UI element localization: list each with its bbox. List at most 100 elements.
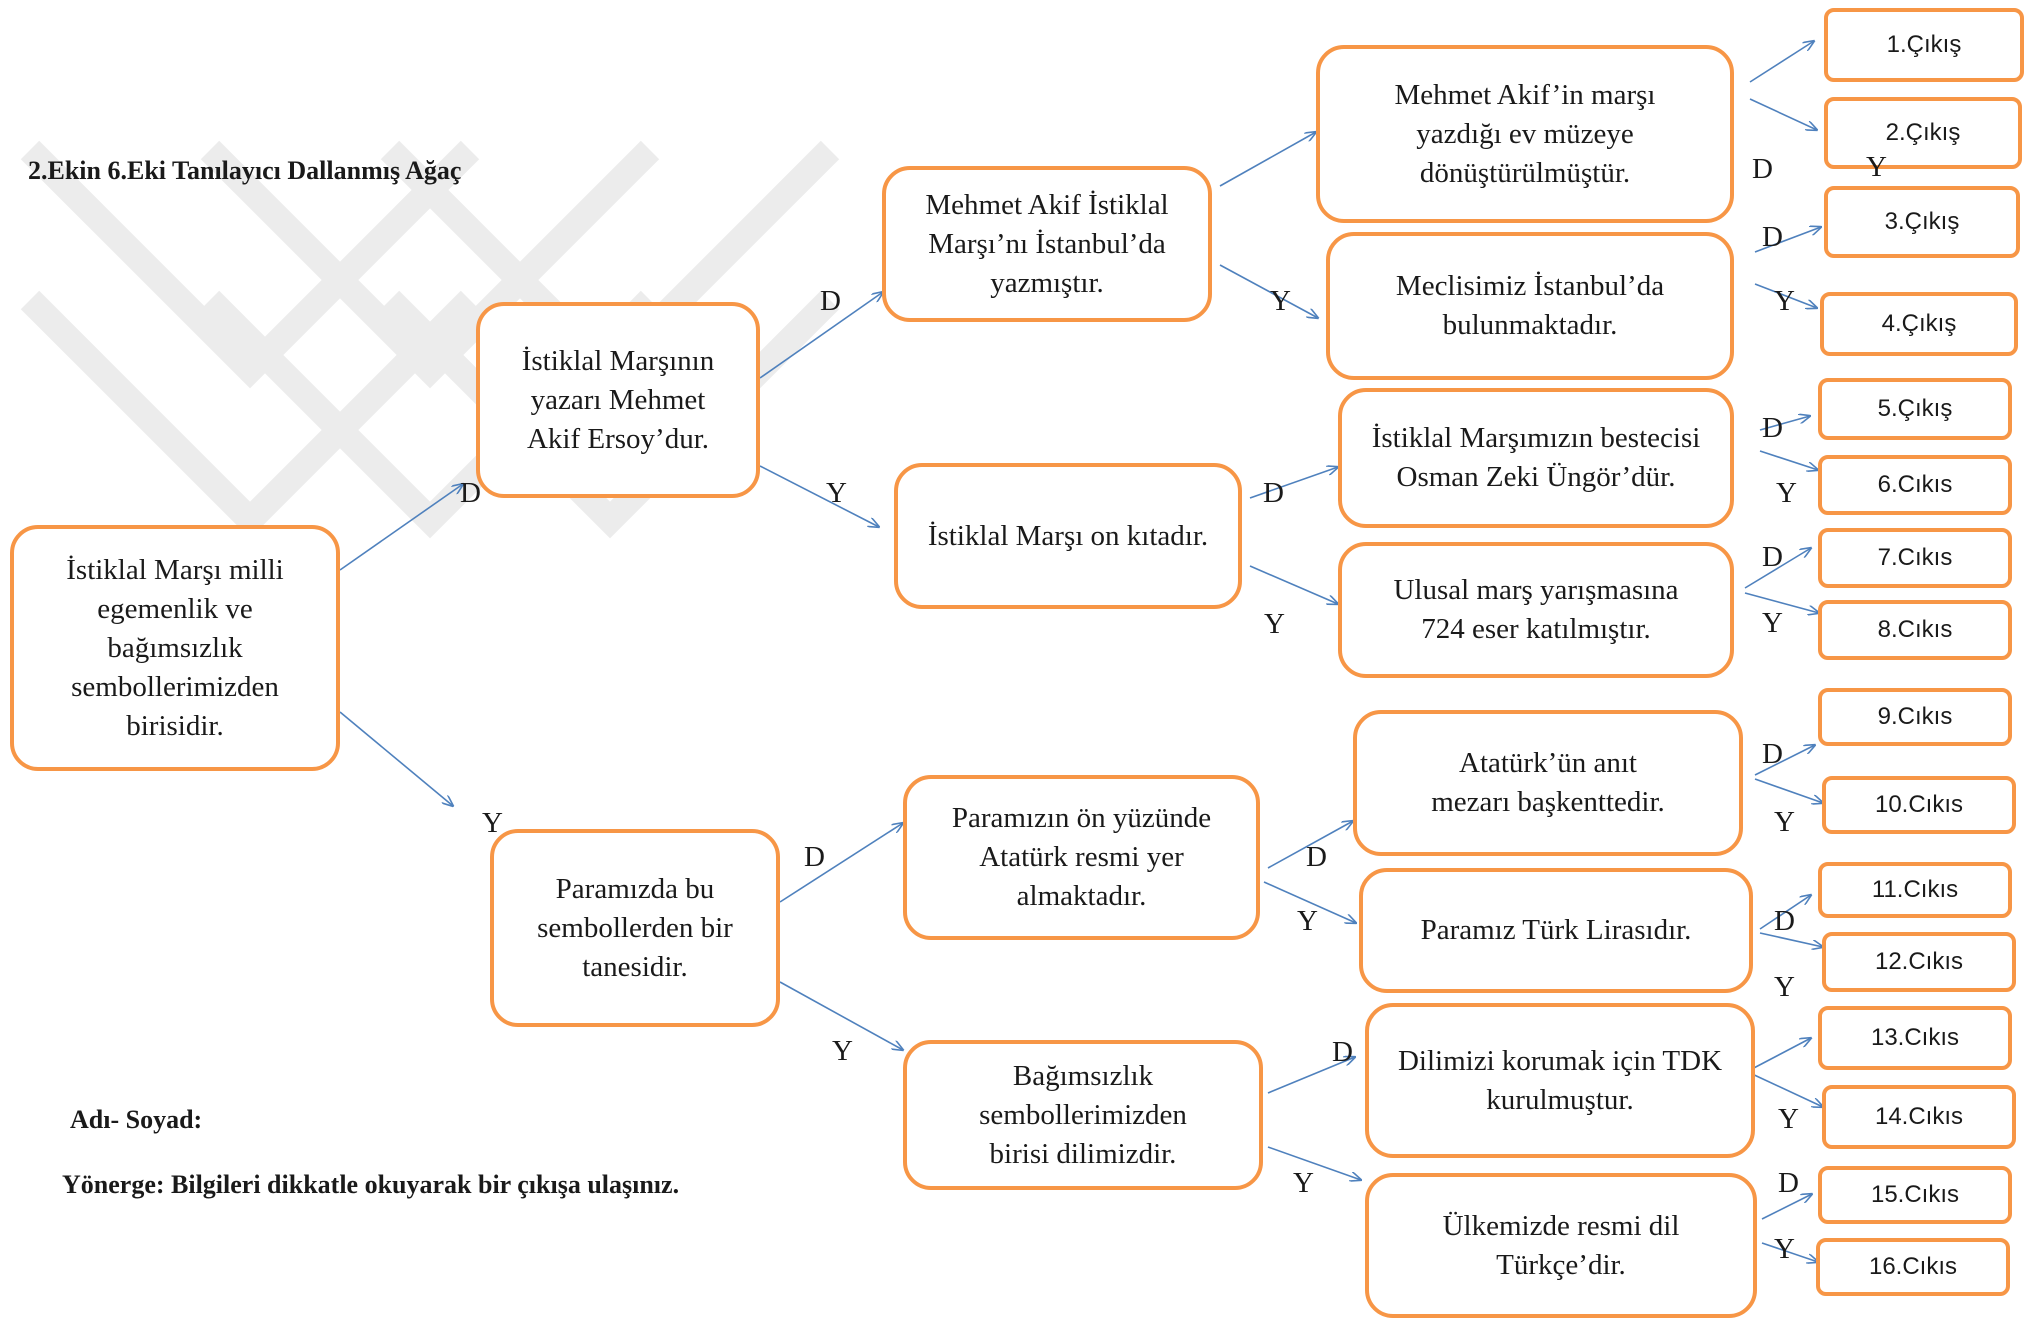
branch-label-d: D — [1762, 738, 1783, 770]
branch-label-y: Y — [1774, 806, 1795, 838]
node-l3-6-text: Paramız Türk Lirasıdır. — [1420, 914, 1692, 946]
instruction-text: Yönerge: Bilgileri dikkatle okuyarak bir… — [62, 1170, 680, 1199]
branch-label-d: D — [1778, 1167, 1799, 1199]
exit-box-10: 10.Cıkıs — [1822, 776, 2016, 834]
branch-label-y: Y — [832, 1035, 853, 1067]
arrow-2c-y — [1263, 881, 1356, 923]
branch-label-y: Y — [1293, 1167, 1314, 1199]
exit-box-13: 13.Cıkıs — [1818, 1006, 2012, 1070]
arrow-2c-d — [1267, 821, 1353, 869]
branch-label-y: Y — [1774, 971, 1795, 1003]
node-l3-1-text: Mehmet Akif’in marşı yazdığı ev müzeye d… — [1394, 78, 1656, 189]
exit-label-12: 12.Cıkıs — [1874, 948, 1964, 975]
exit-label-7: 7.Cıkıs — [1877, 544, 1953, 571]
arrow-root-y — [339, 711, 453, 806]
exit-label-5: 5.Çıkış — [1877, 395, 1953, 422]
exit-label-10: 10.Cıkıs — [1874, 791, 1964, 818]
branch-label-y: Y — [826, 477, 847, 509]
node-l3-5: Atatürk’ün anıt mezarı başkenttedir. — [1353, 710, 1743, 856]
branch-label-d: D — [1306, 841, 1327, 873]
node-l3-7-text: Dilimizi korumak için TDK kurulmuştur. — [1397, 1044, 1723, 1116]
exit-label-2: 2.Çıkış — [1885, 119, 1961, 146]
page-title: 2.Ekin 6.Eki Tanılayıcı Dallanmış Ağaç — [28, 156, 462, 185]
exit-box-4: 4.Çıkış — [1820, 292, 2018, 356]
exit-label-3: 3.Çıkış — [1884, 208, 1960, 235]
exit-box-12: 12.Cıkıs — [1822, 932, 2016, 992]
exit-box-2: 2.Çıkış — [1824, 97, 2022, 169]
arrow-l1bottom-d — [779, 823, 903, 903]
exit-label-4: 4.Çıkış — [1881, 310, 1957, 337]
branch-label-d: D — [1762, 541, 1783, 573]
node-l2-a: Mehmet Akif İstiklal Marşı’nı İstanbul’d… — [882, 166, 1212, 322]
exit-box-5: 5.Çıkış — [1818, 378, 2012, 440]
branch-label-y: Y — [1778, 1103, 1799, 1135]
arrow-l1top-d — [759, 292, 883, 379]
node-l3-3: İstiklal Marşımızın bestecisi Osman Zeki… — [1338, 388, 1734, 528]
arrow-2d-d — [1267, 1057, 1355, 1094]
exit-box-9: 9.Cıkıs — [1818, 688, 2012, 746]
node-l3-2-text: Meclisimiz İstanbul’da bulunmaktadır. — [1395, 270, 1665, 341]
exit-label-14: 14.Cıkıs — [1874, 1103, 1964, 1130]
node-l2-c: Paramızın ön yüzünde Atatürk resmi yer a… — [903, 775, 1260, 940]
branch-label-d: D — [1762, 412, 1783, 444]
branch-label-d: D — [1762, 221, 1783, 253]
exit-label-13: 13.Cıkıs — [1870, 1024, 1960, 1051]
node-l3-7: Dilimizi korumak için TDK kurulmuştur. — [1365, 1003, 1755, 1158]
branch-label-y: Y — [1264, 608, 1285, 640]
exit-label-15: 15.Cıkıs — [1870, 1181, 1960, 1208]
branch-label-d: D — [820, 285, 841, 317]
branch-label-y: Y — [1774, 1233, 1795, 1265]
node-l1-top-text: İstiklal Marşının yazarı Mehmet Akif Ers… — [521, 344, 715, 455]
branch-label-y: Y — [1866, 151, 1887, 183]
name-label: Adı- Soyad: — [70, 1105, 203, 1134]
exit-box-8: 8.Cıkıs — [1818, 600, 2012, 660]
exit-box-14: 14.Cıkıs — [1822, 1085, 2016, 1149]
exit-box-16: 16.Cıkıs — [1816, 1238, 2010, 1296]
node-root: İstiklal Marşı milli egemenlik ve bağıms… — [10, 525, 340, 771]
node-l3-5-text: Atatürk’ün anıt mezarı başkenttedir. — [1431, 747, 1665, 818]
node-l1-bottom: Paramızda bu sembollerden bir tanesidir. — [490, 829, 780, 1027]
arrow-2d-y — [1267, 1146, 1361, 1180]
exit-box-7: 7.Cıkıs — [1818, 528, 2012, 588]
exit-box-15: 15.Cıkıs — [1818, 1166, 2012, 1224]
branch-label-d: D — [460, 477, 481, 509]
arrow-2b-d — [1249, 467, 1338, 499]
branch-label-d: D — [804, 841, 825, 873]
node-l3-6: Paramız Türk Lirasıdır. — [1359, 868, 1753, 993]
branch-label-y: Y — [1762, 607, 1783, 639]
branch-label-y: Y — [1776, 477, 1797, 509]
exit-box-3: 3.Çıkış — [1824, 186, 2020, 258]
node-l1-top: İstiklal Marşının yazarı Mehmet Akif Ers… — [476, 302, 760, 498]
branch-label-d: D — [1332, 1036, 1353, 1068]
branch-label-y: Y — [482, 807, 503, 839]
exit-box-11: 11.Cıkıs — [1818, 862, 2012, 918]
node-l1-bottom-text: Paramızda bu sembollerden bir tanesidir. — [537, 872, 733, 983]
arrow-root-d — [339, 484, 463, 571]
node-l3-1: Mehmet Akif’in marşı yazdığı ev müzeye d… — [1316, 45, 1734, 223]
branch-label-d: D — [1774, 905, 1795, 937]
exit-box-6: 6.Cıkıs — [1818, 455, 2012, 515]
node-l3-8-text: Ülkemizde resmi dil Türkçe’dir. — [1442, 1209, 1680, 1281]
branch-label-y: Y — [1774, 285, 1795, 317]
node-l3-8: Ülkemizde resmi dil Türkçe’dir. — [1365, 1173, 1757, 1318]
node-l2-d-text: Bağımsızlık sembollerimizden birisi dili… — [979, 1059, 1187, 1170]
node-l2-b-text: İstiklal Marşı on kıtadır. — [927, 519, 1209, 552]
exit-label-9: 9.Cıkıs — [1877, 703, 1953, 730]
exit-label-1: 1.Çıkış — [1886, 31, 1962, 58]
exit-label-16: 16.Cıkıs — [1868, 1253, 1958, 1280]
node-l2-b: İstiklal Marşı on kıtadır. — [894, 463, 1242, 609]
node-l3-4: Ulusal marş yarışmasına 724 eser katılmı… — [1338, 542, 1734, 678]
branch-label-y: Y — [1270, 285, 1291, 317]
exit-label-8: 8.Cıkıs — [1877, 616, 1953, 643]
exit-label-11: 11.Cıkıs — [1871, 876, 1959, 903]
exit-label-6: 6.Cıkıs — [1877, 471, 1953, 498]
branch-label-d: D — [1752, 153, 1773, 185]
node-l3-4-text: Ulusal marş yarışmasına 724 eser katılmı… — [1393, 574, 1679, 645]
node-l2-a-text: Mehmet Akif İstiklal Marşı’nı İstanbul’d… — [925, 188, 1169, 299]
node-l2-c-text: Paramızın ön yüzünde Atatürk resmi yer a… — [951, 802, 1212, 912]
arrow-2a-y — [1219, 264, 1318, 318]
branch-label-d: D — [1263, 477, 1284, 509]
node-l3-3-text: İstiklal Marşımızın bestecisi Osman Zeki… — [1371, 422, 1701, 493]
arrow-2b-y — [1249, 565, 1338, 604]
